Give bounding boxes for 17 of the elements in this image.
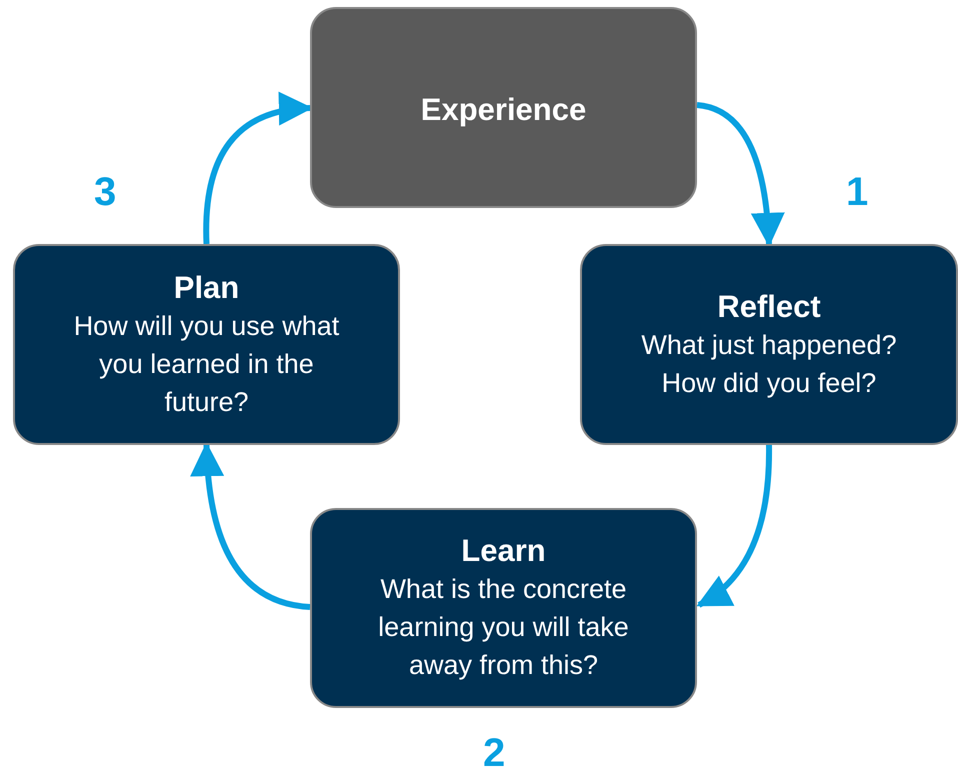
stage-description: How will you use what you learned in the future?	[72, 310, 340, 418]
stage-box	[310, 7, 697, 208]
stage-title: Reflect	[717, 288, 821, 326]
cycle-arrow	[696, 444, 772, 608]
step-number: 2	[483, 731, 506, 774]
stage-box	[580, 244, 958, 445]
stage-title: Learn	[461, 532, 546, 570]
step-number: 3	[94, 170, 116, 215]
stage-description: What just happened? How did you feel?	[640, 328, 898, 400]
cycle-arrow	[190, 442, 310, 610]
stage-description: What is the concrete learning you will take away from this?	[377, 573, 630, 682]
cycle-arrow	[696, 102, 784, 247]
stage-box	[13, 244, 400, 445]
stage-title: Experience	[420, 91, 586, 129]
step-number: 1	[846, 170, 868, 215]
stage-box	[310, 508, 697, 708]
stage-title: Plan	[174, 268, 240, 306]
